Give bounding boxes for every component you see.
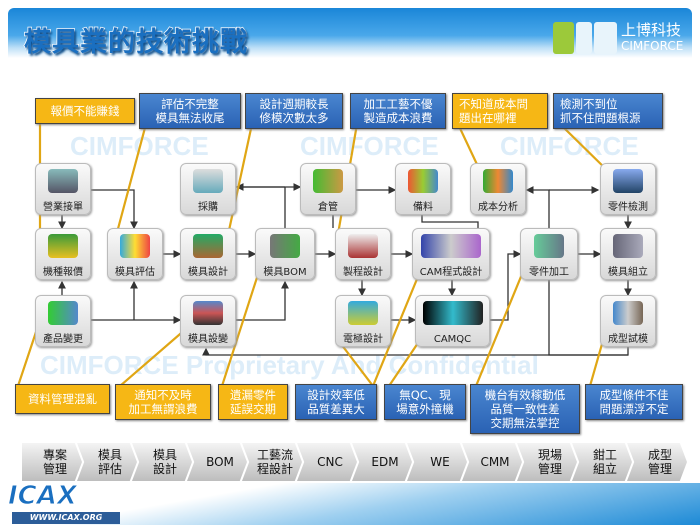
callout-quote-loss: 報價不能賺錢: [35, 98, 135, 124]
node-label: 成型試模: [608, 334, 648, 345]
logo-en: CIMFORCE: [621, 39, 684, 53]
injection-machine-icon: [613, 301, 643, 325]
step-we[interactable]: WE: [407, 443, 467, 481]
node-label: 成本分析: [478, 202, 518, 213]
truck-icon: [193, 169, 223, 193]
file-cabinet-icon: [48, 169, 78, 193]
node-part-inspection[interactable]: 零件檢測: [600, 163, 656, 215]
product-parts-icon: [48, 301, 78, 325]
node-label: 零件加工: [529, 267, 569, 278]
node-electrode-design[interactable]: 電極設計: [335, 295, 391, 347]
step-mold-eval[interactable]: 模具 評估: [77, 443, 137, 481]
node-mold-bom[interactable]: 模具BOM: [255, 228, 315, 280]
node-label: 模具設變: [188, 334, 228, 345]
callout-eval-incomplete: 評估不完整 模具無法收尾: [139, 93, 241, 129]
step-molding-mgmt[interactable]: 成型 管理: [627, 443, 687, 481]
mold-model-icon: [193, 234, 223, 258]
node-cost-analysis[interactable]: 成本分析: [470, 163, 526, 215]
logo-cn: 上博科技: [621, 21, 682, 39]
process-screen-icon: [348, 234, 378, 258]
callout-design-cycle: 設計週期較長 修模次數太多: [245, 93, 343, 129]
node-part-machining[interactable]: 零件加工: [520, 228, 578, 280]
node-label: 模具設計: [188, 267, 228, 278]
machine-tool-icon: [534, 234, 564, 258]
node-purchase[interactable]: 採購: [180, 163, 236, 215]
node-label: 模具組立: [608, 267, 648, 278]
step-mold-design[interactable]: 模具 設計: [132, 443, 192, 481]
cim-logo-icon: [553, 22, 617, 54]
node-label: 模具BOM: [263, 267, 307, 278]
cmm-probe-icon: [613, 169, 643, 193]
callout-machining-process: 加工工藝不優 製造成本浪費: [350, 93, 446, 129]
node-label: 採購: [198, 202, 218, 213]
node-mold-design[interactable]: 模具設計: [180, 228, 236, 280]
node-label: 備料: [413, 202, 433, 213]
step-project-mgmt[interactable]: 專案 管理: [22, 443, 82, 481]
step-edm[interactable]: EDM: [352, 443, 412, 481]
node-label: CAMQC: [433, 334, 472, 345]
node-label: 倉管: [318, 202, 338, 213]
node-quote[interactable]: 機種報價: [35, 228, 91, 280]
bom-tree-icon: [270, 234, 300, 258]
camqc-screens-icon: [422, 301, 483, 325]
node-mold-assembly[interactable]: 模具組立: [600, 228, 656, 280]
step-fitting-assembly[interactable]: 鉗工 組立: [572, 443, 632, 481]
step-bom[interactable]: BOM: [187, 443, 247, 481]
icax-url: WWW.ICAX.ORG: [12, 512, 120, 524]
node-mold-evaluation[interactable]: 模具評估: [107, 228, 163, 280]
node-process-design[interactable]: 製程設計: [335, 228, 391, 280]
callout-notification-delay: 通知不及時 加工無謂浪費: [115, 384, 211, 420]
gear-box-icon: [313, 169, 343, 193]
watermark: CIMFORCE: [300, 131, 439, 161]
node-cam-programming[interactable]: CAM程式設計: [412, 228, 490, 280]
node-sales-order[interactable]: 營業接單: [35, 163, 91, 215]
node-warehouse[interactable]: 倉管: [300, 163, 356, 215]
node-label: 零件檢測: [608, 202, 648, 213]
node-label: 電極設計: [343, 334, 383, 345]
step-shopfloor[interactable]: 現場 管理: [517, 443, 577, 481]
callout-data-mess: 資料管理混亂: [15, 384, 110, 414]
magnifier-analysis-icon: [120, 234, 150, 258]
mold-change-icon: [193, 301, 223, 325]
page-title: 模具業的技術挑戰: [23, 26, 248, 59]
step-cnc[interactable]: CNC: [297, 443, 357, 481]
cam-screens-icon: [421, 234, 481, 258]
node-mold-ecn[interactable]: 模具設變: [180, 295, 236, 347]
watermark: CIMFORCE: [500, 131, 639, 161]
mold-parts-icon: [613, 234, 643, 258]
node-product-change[interactable]: 產品變更: [35, 295, 91, 347]
node-camqc[interactable]: CAMQC: [415, 295, 490, 347]
process-chevron-bar: 專案 管理 模具 評估 模具 設計 BOM 工藝流 程設計 CNC EDM WE…: [22, 443, 687, 481]
node-label: 製程設計: [343, 267, 383, 278]
step-process-design[interactable]: 工藝流 程設計: [242, 443, 302, 481]
calculator-coins-icon: [48, 234, 78, 258]
electrode-icon: [348, 301, 378, 325]
callout-no-qc: 無QC、現 場意外撞機: [384, 384, 466, 420]
chart-magnifier-icon: [483, 169, 513, 193]
3d-shapes-icon: [408, 169, 438, 193]
node-molding-trial[interactable]: 成型試模: [600, 295, 656, 347]
callout-cost-unknown: 不知道成本問 題出在哪裡: [452, 93, 548, 129]
callout-machine-utilization: 機台有效稼動低 品質一致性差 交期無法掌控: [470, 384, 580, 434]
icax-logo: ICAX: [8, 481, 78, 511]
callout-inspection: 檢測不到位 抓不住問題根源: [553, 93, 663, 129]
node-label: CAM程式設計: [419, 267, 483, 278]
callout-missing-parts: 遺漏零件 延誤交期: [218, 384, 288, 420]
callout-design-efficiency: 設計效率低 品質差異大: [295, 384, 377, 420]
node-label: 營業接單: [43, 202, 83, 213]
node-label: 機種報價: [43, 267, 83, 278]
node-label: 產品變更: [43, 334, 83, 345]
step-cmm[interactable]: CMM: [462, 443, 522, 481]
node-label: 模具評估: [115, 267, 155, 278]
node-material-prep[interactable]: 備料: [395, 163, 451, 215]
callout-molding-conditions: 成型條件不佳 問題漂浮不定: [585, 384, 683, 420]
